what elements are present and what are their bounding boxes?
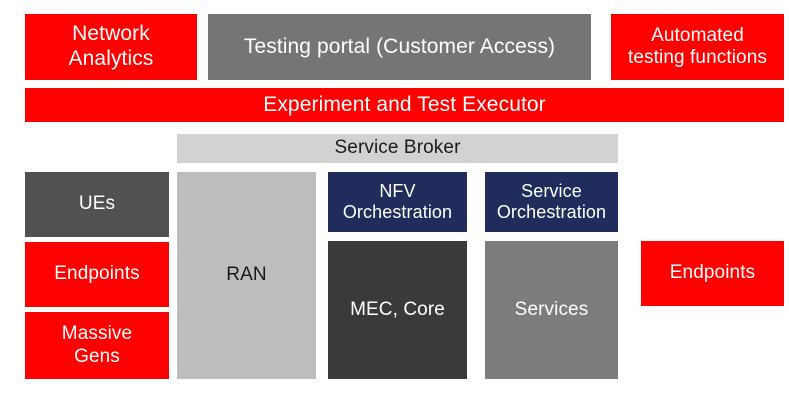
block-mec-core: MEC, Core [328,241,467,379]
block-automated-testing-functions: Automated testing functions [611,14,784,80]
block-ran: RAN [177,172,316,379]
block-massive-gens: Massive Gens [25,312,169,379]
block-endpoints-right: Endpoints [641,241,784,306]
block-experiment-and-test-executor: Experiment and Test Executor [25,88,784,122]
block-network-analytics: Network Analytics [25,14,197,80]
block-testing-portal: Testing portal (Customer Access) [208,14,591,80]
block-services: Services [485,241,618,379]
block-service-broker: Service Broker [177,134,618,163]
block-nfv-orchestration: NFV Orchestration [328,172,467,232]
block-endpoints-left: Endpoints [25,242,169,307]
block-ues: UEs [25,172,169,237]
block-service-orchestration: Service Orchestration [485,172,618,232]
